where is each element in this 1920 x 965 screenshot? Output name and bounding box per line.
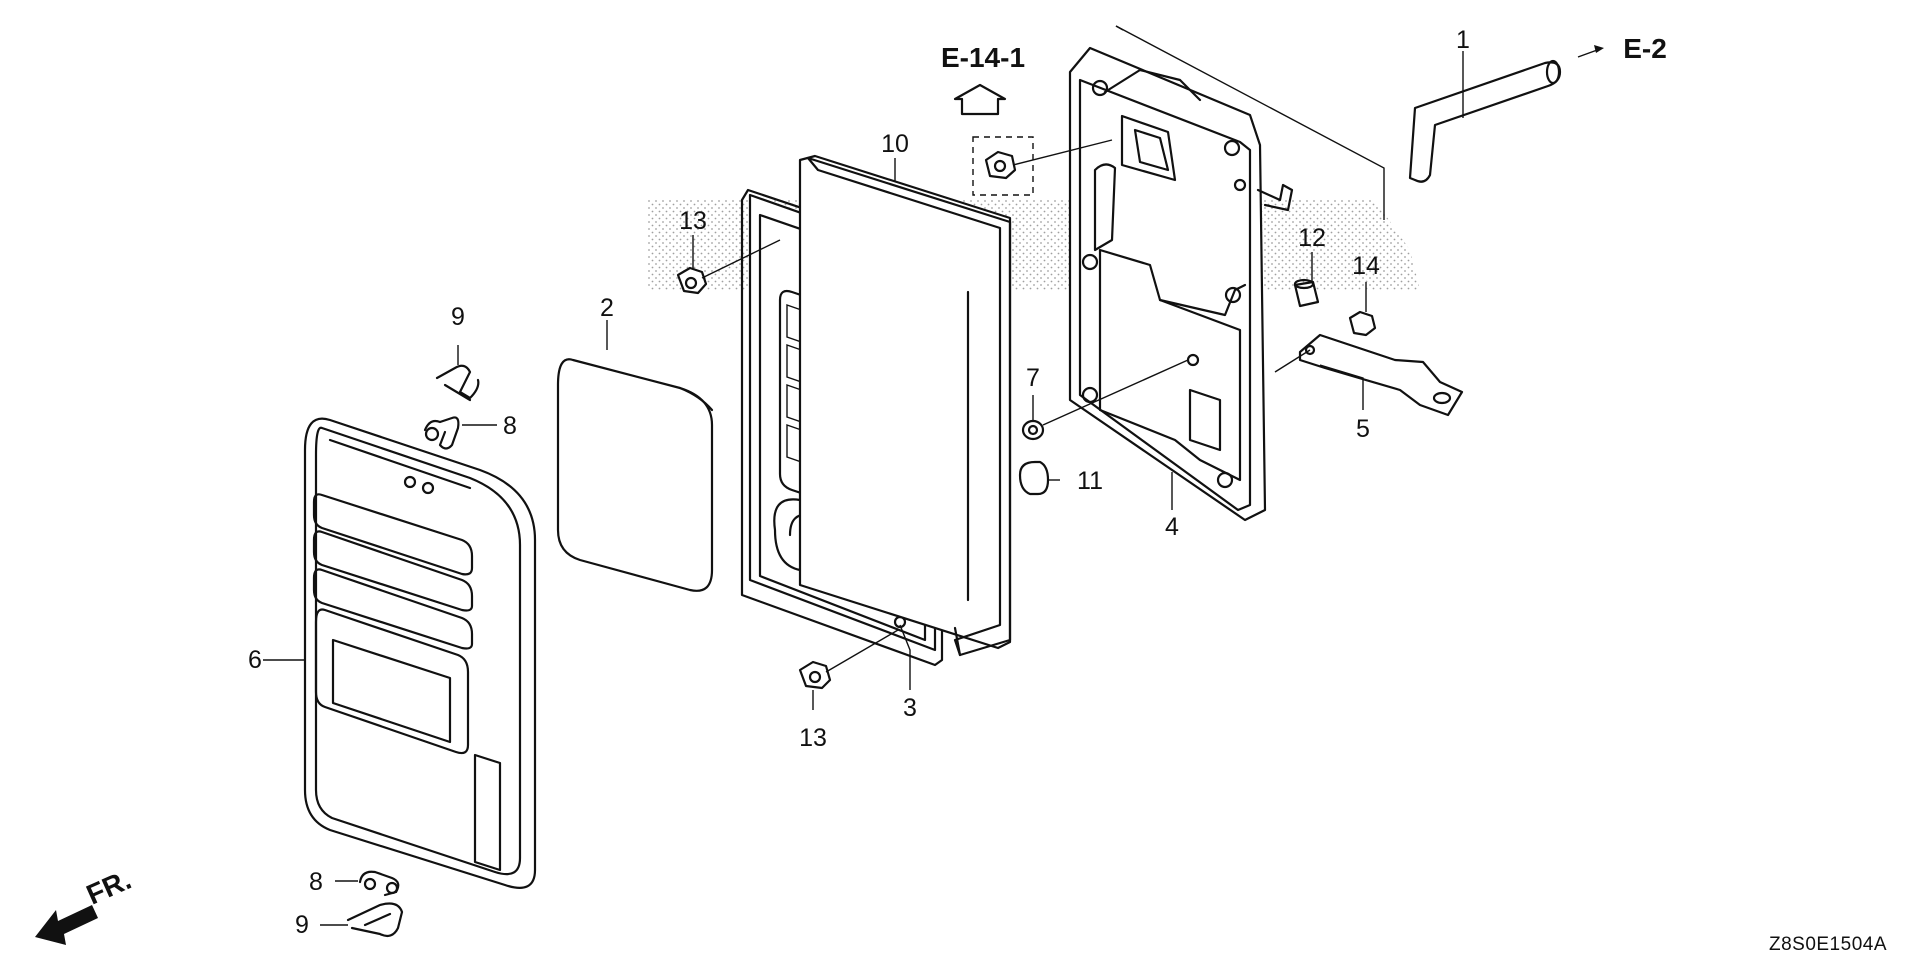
grommet-11 [1018, 460, 1050, 496]
callout-12: 12 [1298, 224, 1326, 252]
clip-8-bottom [358, 870, 400, 897]
nut-14 [1348, 310, 1377, 337]
callout-13-bottom: 13 [799, 724, 827, 752]
arrow-down-left-icon [35, 905, 98, 945]
collar-12 [1293, 278, 1320, 308]
callout-8-bottom: 8 [309, 868, 323, 896]
arrow-up-outline-icon [953, 83, 1007, 116]
leader-lines [263, 25, 1464, 926]
flange-nut-top [676, 266, 708, 295]
gasket [798, 154, 1012, 657]
callout-10: 10 [881, 130, 909, 158]
callout-1: 1 [1456, 26, 1470, 54]
callout-2: 2 [600, 294, 614, 322]
callout-13-top: 13 [679, 207, 707, 235]
clip-9-bottom [346, 902, 404, 938]
clip-9-top [435, 364, 480, 402]
air-cleaner-cover [303, 417, 537, 889]
callout-5: 5 [1356, 415, 1370, 443]
callout-9-top: 9 [451, 303, 465, 331]
reference-e14-1: E-14-1 [941, 42, 1025, 73]
callout-7: 7 [1026, 364, 1040, 392]
callout-4: 4 [1165, 513, 1179, 541]
air-cleaner-base [1068, 46, 1294, 522]
diagram-code: Z8S0E1504A [1769, 934, 1887, 955]
stay-bracket [1298, 333, 1464, 417]
callout-14: 14 [1352, 252, 1380, 280]
callout-3: 3 [903, 694, 917, 722]
arrow-right-head-icon [1594, 45, 1604, 53]
front-label: FR. [82, 864, 136, 911]
callout-6: 6 [248, 646, 262, 674]
breather-tube [1408, 59, 1562, 183]
callout-8-top: 8 [503, 412, 517, 440]
reference-e2: E-2 [1623, 33, 1667, 64]
flange-nut-bottom [798, 660, 832, 690]
filter-element [556, 358, 714, 592]
callout-9-bottom: 9 [295, 911, 309, 939]
callout-11: 11 [1077, 467, 1103, 495]
nut-7 [1021, 419, 1045, 441]
reference-nut-e14-1 [972, 136, 1034, 196]
clip-8-top [423, 416, 460, 450]
